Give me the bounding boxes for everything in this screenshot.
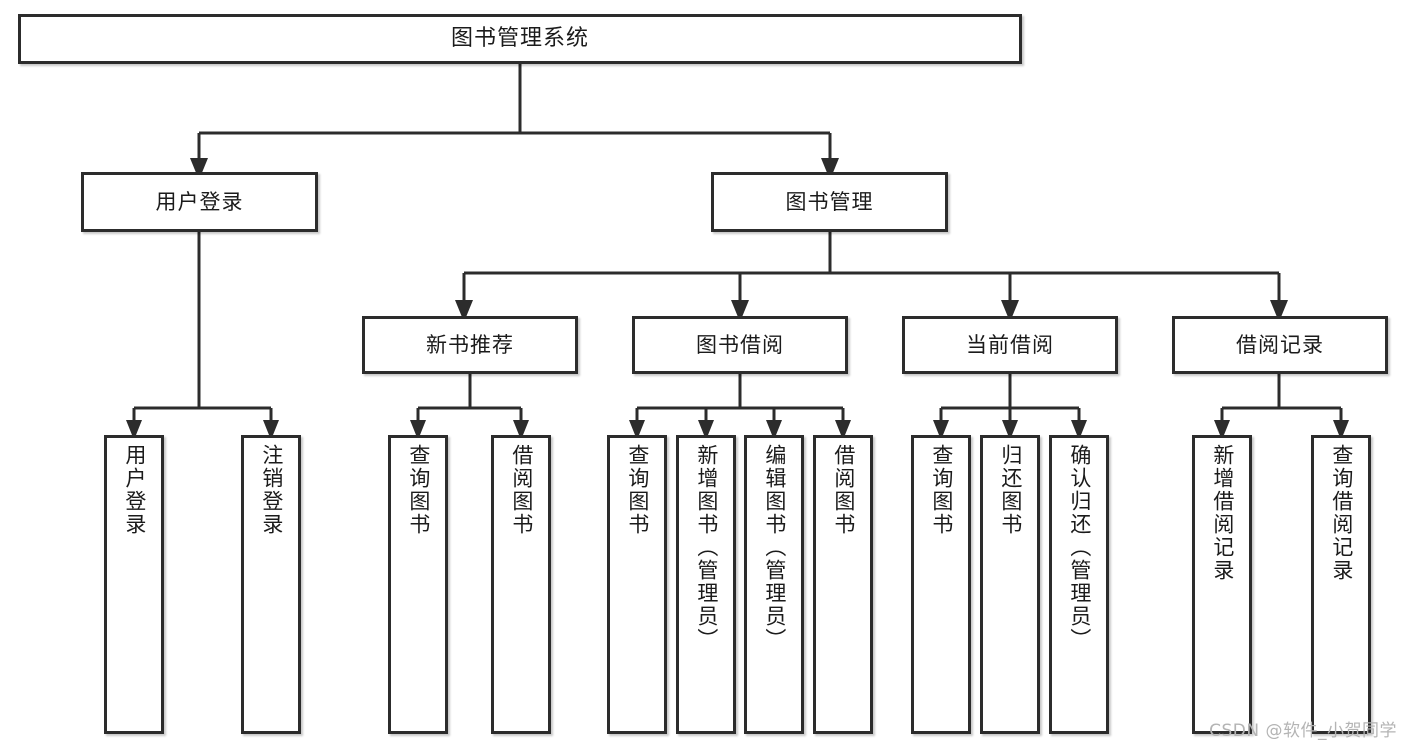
watermark-text: CSDN @软件_小贺同学 — [1209, 721, 1397, 741]
node-book-borrow-label: 图书借阅 — [696, 332, 784, 357]
node-leaf-borrow-book-1-label: 借阅图书 — [509, 444, 534, 536]
node-leaf-return-book-label: 归还图书 — [998, 444, 1023, 536]
node-leaf-add-borrow-record[interactable]: 新增借阅记录 — [1192, 435, 1252, 734]
node-book-management[interactable]: 图书管理 — [711, 172, 948, 232]
node-leaf-query-borrow-record-label: 查询借阅记录 — [1329, 444, 1354, 582]
node-leaf-borrow-book-2[interactable]: 借阅图书 — [813, 435, 873, 734]
node-book-borrow[interactable]: 图书借阅 — [632, 316, 848, 374]
node-leaf-query-book-1[interactable]: 查询图书 — [388, 435, 448, 734]
node-leaf-query-book-3-label: 查询图书 — [929, 444, 954, 536]
node-user-login-label: 用户登录 — [155, 189, 244, 214]
node-leaf-add-borrow-record-label: 新增借阅记录 — [1210, 444, 1235, 582]
node-new-book-recommend-label: 新书推荐 — [426, 332, 514, 357]
node-leaf-logout-label: 注销登录 — [259, 444, 284, 536]
node-user-login[interactable]: 用户登录 — [81, 172, 318, 232]
node-leaf-confirm-return-admin-label: 确认归还（管理员） — [1067, 444, 1092, 651]
node-leaf-query-book-1-label: 查询图书 — [406, 444, 431, 536]
node-leaf-confirm-return-admin[interactable]: 确认归还（管理员） — [1049, 435, 1109, 734]
node-leaf-borrow-book-2-label: 借阅图书 — [831, 444, 856, 536]
node-leaf-return-book[interactable]: 归还图书 — [980, 435, 1040, 734]
node-leaf-query-book-3[interactable]: 查询图书 — [911, 435, 971, 734]
node-leaf-add-book-admin-label: 新增图书（管理员） — [694, 444, 719, 651]
node-new-book-recommend[interactable]: 新书推荐 — [362, 316, 578, 374]
node-current-borrow-label: 当前借阅 — [966, 332, 1054, 357]
node-root[interactable]: 图书管理系统 — [18, 14, 1022, 64]
node-borrow-record-label: 借阅记录 — [1236, 332, 1324, 357]
node-leaf-edit-book-admin-label: 编辑图书（管理员） — [762, 444, 787, 651]
node-leaf-edit-book-admin[interactable]: 编辑图书（管理员） — [744, 435, 804, 734]
node-leaf-query-borrow-record[interactable]: 查询借阅记录 — [1311, 435, 1371, 734]
node-leaf-logout[interactable]: 注销登录 — [241, 435, 301, 734]
node-leaf-borrow-book-1[interactable]: 借阅图书 — [491, 435, 551, 734]
node-leaf-user-login-label: 用户登录 — [122, 444, 147, 536]
node-book-management-label: 图书管理 — [785, 189, 874, 214]
node-leaf-user-login[interactable]: 用户登录 — [104, 435, 164, 734]
node-leaf-query-book-2[interactable]: 查询图书 — [607, 435, 667, 734]
node-leaf-query-book-2-label: 查询图书 — [625, 444, 650, 536]
node-current-borrow[interactable]: 当前借阅 — [902, 316, 1118, 374]
node-borrow-record[interactable]: 借阅记录 — [1172, 316, 1388, 374]
node-root-label: 图书管理系统 — [450, 26, 589, 52]
node-leaf-add-book-admin[interactable]: 新增图书（管理员） — [676, 435, 736, 734]
